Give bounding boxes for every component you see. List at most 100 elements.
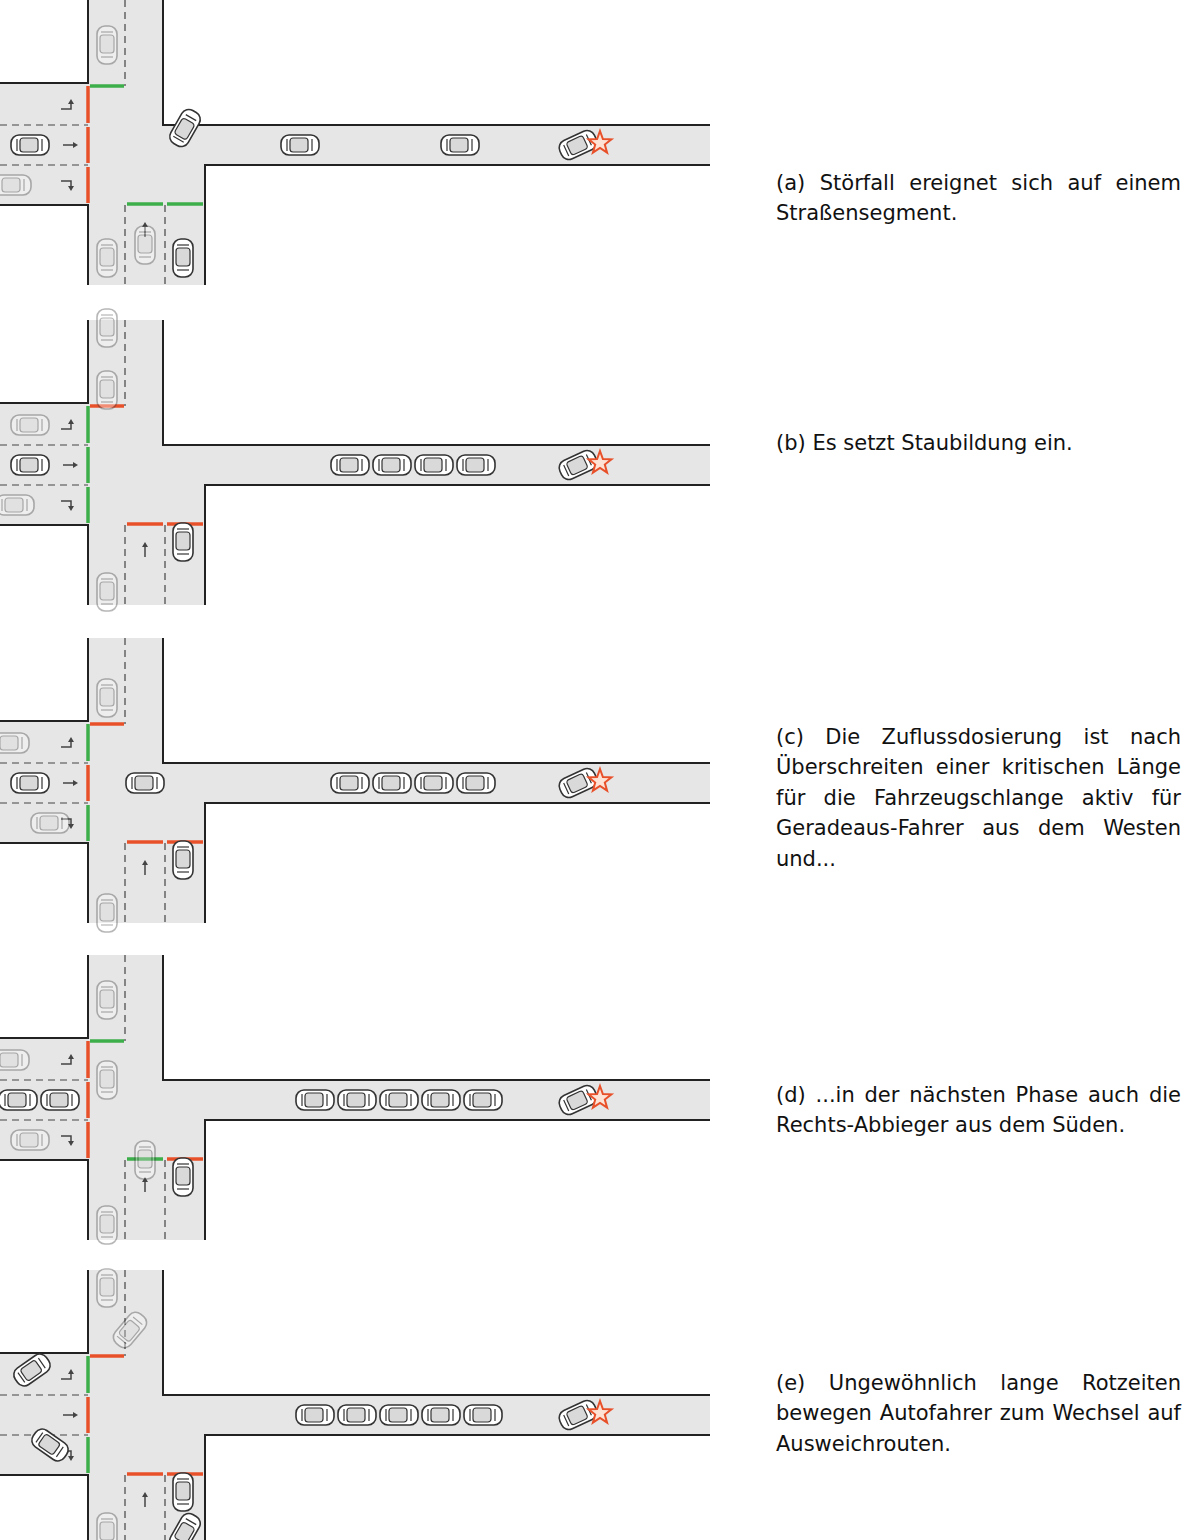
panel-caption: (e) Ungewöhnlich lange Rotzeiten bewegen… <box>776 1368 1181 1459</box>
intersection-panel <box>0 0 710 285</box>
car <box>331 455 369 475</box>
turn-arrow <box>61 99 74 109</box>
car <box>422 1090 460 1110</box>
signal-line <box>86 1397 90 1433</box>
turn-arrow <box>61 501 74 511</box>
lane-arrow <box>142 542 148 557</box>
car <box>11 415 49 435</box>
incident-star <box>589 131 612 153</box>
car <box>173 1158 193 1196</box>
car <box>97 981 117 1019</box>
car <box>557 1398 600 1432</box>
car <box>0 1090 37 1110</box>
car <box>0 1050 29 1070</box>
turn-arrow <box>61 1054 74 1064</box>
panel-caption: (d) ...in der nächsten Phase auch die Re… <box>776 1080 1181 1141</box>
panel-caption: (a) Störfall ereignet sich auf einem Str… <box>776 168 1181 229</box>
signal-line <box>167 202 203 206</box>
car <box>0 733 29 753</box>
car <box>11 455 49 475</box>
signal-line <box>86 1041 90 1078</box>
car <box>97 1269 117 1307</box>
car <box>97 26 117 64</box>
car <box>557 1083 600 1117</box>
car <box>97 1061 117 1099</box>
car <box>173 239 193 277</box>
signal-line <box>86 724 90 761</box>
car <box>29 1426 72 1464</box>
car <box>135 226 155 264</box>
car <box>557 766 600 800</box>
lane-arrow <box>63 142 78 148</box>
car <box>11 773 49 793</box>
signal-line <box>86 1082 90 1118</box>
car <box>373 455 411 475</box>
signal-line <box>90 722 124 726</box>
car <box>373 773 411 793</box>
car <box>173 523 193 561</box>
signal-line <box>127 840 163 844</box>
car <box>97 239 117 277</box>
incident-star <box>589 1086 612 1108</box>
signal-line <box>127 202 163 206</box>
car <box>457 773 495 793</box>
signal-line <box>86 406 90 443</box>
car <box>338 1405 376 1425</box>
car <box>97 1513 117 1540</box>
signal-line <box>90 1039 124 1043</box>
signal-line <box>86 765 90 801</box>
panel-caption: (b) Es setzt Staubildung ein. <box>776 428 1181 458</box>
car <box>41 1090 79 1110</box>
intersection-panel <box>0 955 710 1244</box>
car <box>97 309 117 347</box>
car <box>167 1511 203 1540</box>
car <box>173 1473 193 1511</box>
car <box>296 1405 334 1425</box>
incident-star <box>589 451 612 473</box>
turn-arrow <box>61 1136 74 1146</box>
lane-arrow <box>142 860 148 875</box>
car <box>135 1141 155 1179</box>
car <box>126 773 164 793</box>
car <box>97 679 117 717</box>
car <box>11 1351 54 1389</box>
signal-line <box>90 1354 124 1358</box>
car <box>167 107 203 150</box>
car <box>338 1090 376 1110</box>
car <box>464 1405 502 1425</box>
car <box>415 773 453 793</box>
car <box>11 135 49 155</box>
car <box>331 773 369 793</box>
lane-arrow <box>63 1412 78 1418</box>
signal-line <box>86 127 90 163</box>
car <box>557 128 600 162</box>
car <box>422 1405 460 1425</box>
car <box>281 135 319 155</box>
signal-line <box>86 1122 90 1158</box>
car <box>0 175 31 195</box>
car <box>380 1405 418 1425</box>
lane-arrow <box>63 462 78 468</box>
car <box>457 455 495 475</box>
car <box>557 448 600 482</box>
lane-arrow <box>63 780 78 786</box>
car <box>380 1090 418 1110</box>
intersection-panel <box>0 1269 710 1540</box>
intersection-panel <box>0 309 710 611</box>
incident-star <box>589 769 612 791</box>
signal-line <box>86 167 90 203</box>
signal-line <box>86 1356 90 1393</box>
intersection-panel <box>0 638 710 932</box>
car <box>31 813 69 833</box>
signal-line <box>127 522 163 526</box>
car <box>441 135 479 155</box>
signal-line <box>86 805 90 841</box>
car <box>97 894 117 932</box>
signal-line <box>86 1437 90 1473</box>
incident-star <box>589 1401 612 1423</box>
signal-line <box>86 86 90 123</box>
signal-line <box>86 447 90 483</box>
car <box>97 573 117 611</box>
car <box>11 1130 49 1150</box>
signal-line <box>90 84 124 88</box>
